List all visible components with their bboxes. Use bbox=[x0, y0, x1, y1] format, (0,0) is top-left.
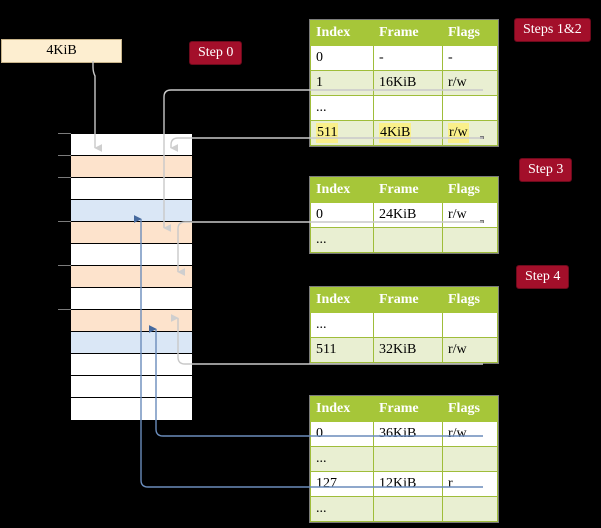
cell-flags bbox=[442, 312, 498, 338]
cell-flags: r/w bbox=[442, 421, 498, 447]
cell-flags bbox=[442, 496, 498, 522]
frame-stack-tick bbox=[58, 309, 71, 310]
frame-stack-row bbox=[71, 222, 192, 244]
column-header-index: Index bbox=[310, 396, 374, 422]
frame-stack-row bbox=[71, 332, 192, 354]
cell-flags: r bbox=[442, 471, 498, 497]
cell-frame bbox=[373, 95, 443, 121]
cell-flags bbox=[442, 95, 498, 121]
cell-frame bbox=[373, 227, 443, 253]
frame-stack-row bbox=[71, 200, 192, 222]
cell-index: ... bbox=[310, 227, 374, 253]
cell-frame: 16KiB bbox=[373, 70, 443, 96]
frame-stack-row bbox=[71, 178, 192, 200]
table-row: ... bbox=[310, 496, 498, 522]
wire-result-b bbox=[133, 215, 483, 488]
frame-stack-tick bbox=[58, 265, 71, 266]
wire-step12-b bbox=[170, 137, 483, 152]
frame-stack-tick bbox=[58, 177, 71, 178]
frame-stack-row bbox=[71, 398, 192, 420]
frame-stack-row bbox=[71, 156, 192, 178]
frame-stack-row bbox=[71, 376, 192, 398]
cell-flags bbox=[442, 446, 498, 472]
cell-frame: 36KiB bbox=[373, 421, 443, 447]
cell-frame: 24KiB bbox=[373, 202, 443, 228]
column-header-frame: Frame bbox=[373, 177, 443, 203]
frame-stack-row bbox=[71, 288, 192, 310]
column-header-flags: Flags bbox=[442, 396, 498, 422]
badge-steps-1-2: Steps 1&2 bbox=[514, 18, 591, 42]
cell-index: 511 bbox=[310, 337, 374, 363]
cell-index: ... bbox=[310, 95, 374, 121]
badge-step-0: Step 0 bbox=[189, 41, 243, 65]
column-header-frame: Frame bbox=[373, 20, 443, 46]
cell-index: 1 bbox=[310, 70, 374, 96]
table-row: ... bbox=[310, 312, 498, 338]
physical-frame-stack bbox=[70, 133, 192, 421]
frame-stack-row bbox=[71, 266, 192, 288]
cell-flags bbox=[442, 227, 498, 253]
frame-stack-tick bbox=[58, 133, 71, 134]
wire-step12-a bbox=[163, 89, 483, 232]
wire-step3 bbox=[177, 221, 483, 276]
frame-stack-row bbox=[71, 310, 192, 332]
wire-step0 bbox=[92, 61, 103, 152]
frame-stack-tick bbox=[58, 155, 71, 156]
column-header-index: Index bbox=[310, 20, 374, 46]
cell-frame bbox=[373, 446, 443, 472]
column-header-flags: Flags bbox=[442, 20, 498, 46]
cell-flags: r/w bbox=[442, 70, 498, 96]
frame-stack-row bbox=[71, 354, 192, 376]
table-row: 0-- bbox=[310, 45, 498, 71]
table-row: ... bbox=[310, 95, 498, 121]
wire-step4 bbox=[170, 314, 483, 365]
column-header-flags: Flags bbox=[442, 287, 498, 313]
cell-frame: 32KiB bbox=[373, 337, 443, 363]
frame-stack-tick bbox=[58, 221, 71, 222]
table-row: ... bbox=[310, 227, 498, 253]
source-page-box: 4KiB bbox=[1, 39, 122, 63]
column-header-flags: Flags bbox=[442, 177, 498, 203]
table-header-row: Index Frame Flags bbox=[310, 20, 498, 46]
badge-step-4: Step 4 bbox=[516, 265, 570, 289]
cell-flags: r/w bbox=[442, 120, 498, 146]
wire-result-a bbox=[148, 325, 483, 437]
cell-index: ... bbox=[310, 496, 374, 522]
table-header-row: Index Frame Flags bbox=[310, 396, 498, 422]
table-header-row: Index Frame Flags bbox=[310, 287, 498, 313]
cell-flags: r/w bbox=[442, 337, 498, 363]
badge-step-3: Step 3 bbox=[519, 158, 573, 182]
frame-stack-row bbox=[71, 244, 192, 266]
cell-frame bbox=[373, 496, 443, 522]
cell-index: 511 bbox=[310, 120, 374, 146]
